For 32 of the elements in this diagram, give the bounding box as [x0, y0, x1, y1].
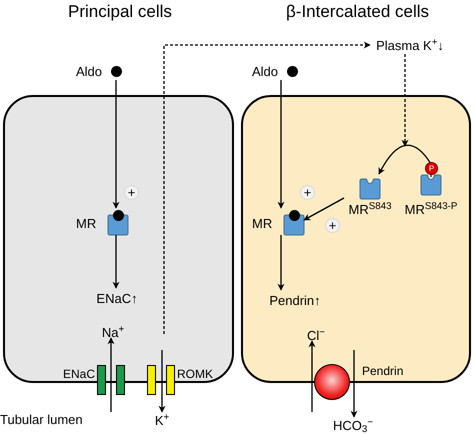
arrow	[308, 340, 316, 412]
dashed-arrow	[163, 42, 371, 334]
plasma-label: Plasma K$^{+}$↓	[376, 38, 444, 52]
ion-label: K$^{+}$	[154, 414, 170, 426]
column-title: Principal cells	[68, 3, 172, 20]
gene-label: ENaC↑	[96, 292, 138, 305]
arrow	[278, 235, 284, 291]
dashed-arrow	[402, 54, 408, 147]
channel-label: ENaC	[62, 367, 95, 381]
ion-label: Cl$^{−}$	[307, 328, 325, 342]
cell-outline	[3, 95, 234, 383]
hormone-label: Aldo	[252, 64, 278, 78]
region-label: Tubular lumen	[0, 413, 83, 426]
ion-label: Na$^{+}$	[102, 326, 124, 338]
receptor-label: MR	[252, 217, 272, 230]
arrow	[108, 337, 114, 412]
gene-label: Pendrin↑	[269, 294, 321, 307]
receptor-label: MR$^{S843-P}$	[404, 203, 458, 216]
arrow	[303, 197, 344, 221]
cell-outline	[241, 95, 471, 383]
arrow	[112, 235, 120, 289]
arrow	[112, 80, 120, 209]
receptor-label: MR	[76, 217, 96, 230]
arrow	[378, 144, 432, 175]
arrow	[350, 350, 358, 418]
transporter-label: Pendrin	[362, 365, 404, 377]
channel-label: ROMK	[177, 367, 213, 381]
arrow	[158, 350, 166, 413]
hormone-label: Aldo	[76, 64, 102, 78]
receptor-label: MR$^{S843}$	[348, 203, 392, 216]
column-title: β-Intercalated cells	[286, 3, 430, 20]
arrow	[278, 80, 284, 209]
